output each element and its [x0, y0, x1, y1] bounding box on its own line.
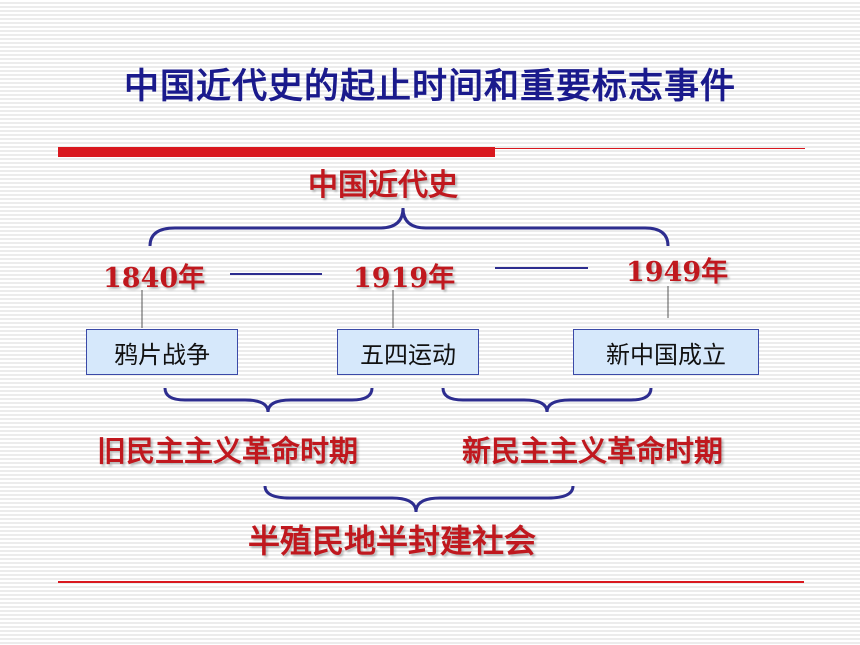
year-1949: 1949年 [626, 257, 729, 288]
year-1840: 1840年 [103, 263, 206, 294]
top-brace [148, 207, 670, 247]
society-brace [263, 485, 575, 513]
event-box-opium-war: 鸦片战争 [86, 329, 238, 375]
event-box-new-china: 新中国成立 [573, 329, 759, 375]
period-label: 中国近代史 [308, 168, 458, 203]
old-democratic-brace [163, 387, 374, 413]
new-democratic-brace [441, 387, 653, 413]
old-democratic-period: 旧民主主义革命时期 [97, 434, 359, 468]
society-label: 半殖民地半封建社会 [248, 522, 537, 560]
footer-divider [58, 581, 804, 583]
year-1919: 1919年 [353, 263, 456, 294]
new-democratic-period: 新民主主义革命时期 [462, 434, 724, 468]
title-underline-thick [58, 147, 495, 157]
title-underline-thin [495, 148, 805, 149]
slide-title: 中国近代史的起止时间和重要标志事件 [123, 67, 736, 107]
event-box-may-fourth: 五四运动 [337, 329, 479, 375]
